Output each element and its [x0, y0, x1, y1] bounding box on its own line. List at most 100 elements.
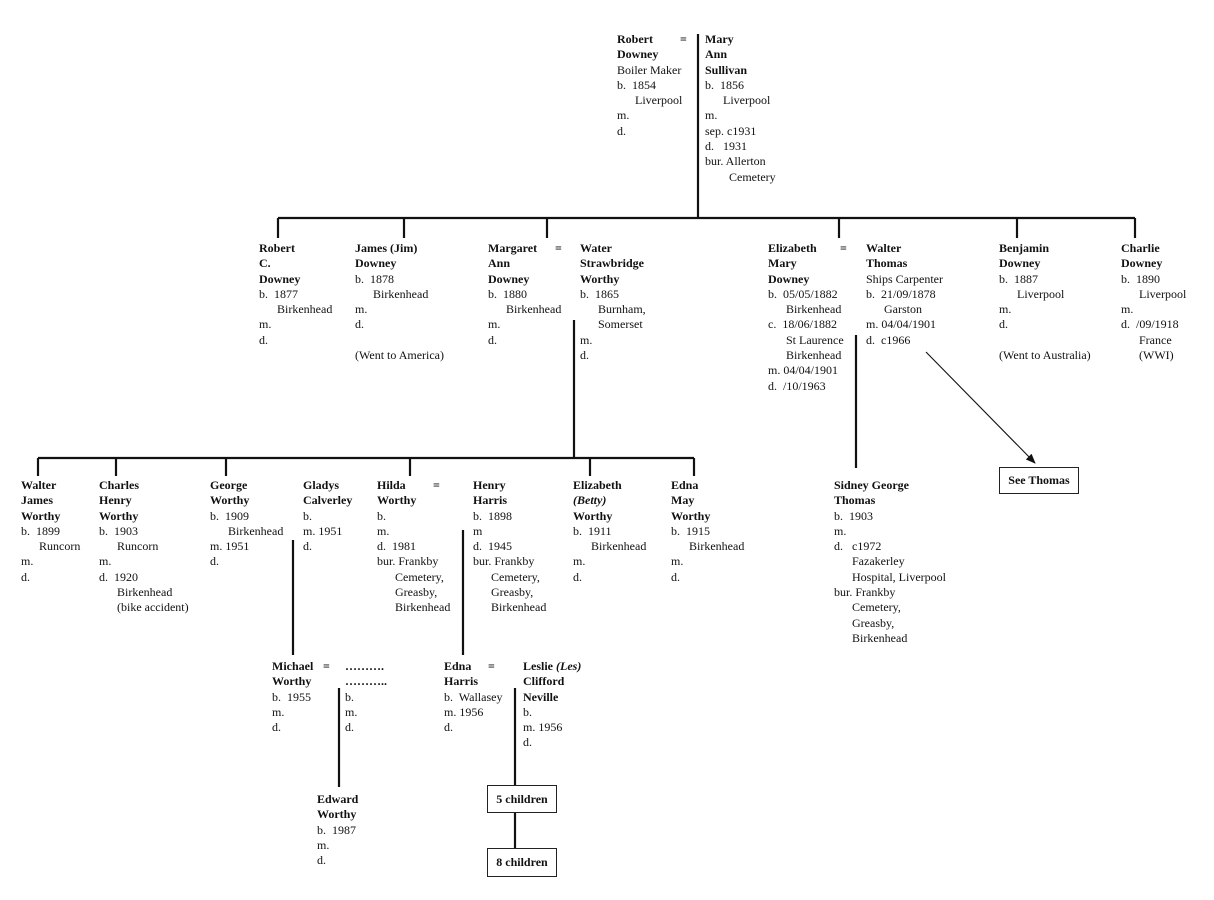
person-detail-line: d. 1931: [705, 139, 747, 154]
person-detail-line: Runcorn: [99, 539, 159, 554]
person-detail-line: m.: [99, 554, 112, 569]
person-name-line: Elizabeth: [573, 478, 622, 492]
person-detail-line: Ships Carpenter: [866, 271, 943, 286]
person-detail-line: m. 1951: [303, 523, 343, 538]
person-name-line: Harris: [444, 674, 478, 689]
person-name-line: Leslie (Les): [523, 659, 582, 673]
person-name-line: Worthy: [99, 508, 139, 523]
person-name-line: Robert: [259, 241, 295, 255]
person-detail-line: d. /10/1963: [768, 378, 826, 393]
person-detail-line: d.: [444, 720, 453, 735]
person-detail-line: d.: [317, 853, 326, 868]
person-name-line: Strawbridge: [580, 256, 644, 271]
person-detail-line: b. 1878: [355, 271, 394, 286]
person-detail-line: Garston: [866, 302, 922, 317]
person-detail-line: Cemetery: [705, 169, 776, 184]
person-detail-line: b. 1887: [999, 271, 1038, 286]
person-detail-line: Cemetery,: [473, 569, 540, 584]
person-detail-line: Cemetery,: [377, 569, 444, 584]
person-detail-line: d.: [523, 735, 532, 750]
person-detail-line: d. 1981: [377, 539, 416, 554]
person-detail-line: d. 1920: [99, 569, 138, 584]
person-detail-line: m.: [259, 317, 272, 332]
person-detail-line: b. 1854: [617, 77, 656, 92]
person-detail-line: m. 04/04/1901: [768, 363, 839, 378]
person-detail-line: Birkenhead: [99, 585, 173, 600]
person-detail-line: (Went to America): [355, 348, 444, 363]
person-name-line: ……….: [345, 659, 384, 673]
person-name-line: Walter: [21, 478, 57, 492]
person-detail-line: m.: [355, 302, 368, 317]
person-name-line: Neville: [523, 689, 559, 704]
person-detail-line: bur. Allerton: [705, 154, 766, 169]
person-detail-line: m.: [21, 554, 34, 569]
person-name-line: Michael: [272, 659, 314, 673]
person-name-line: Harris: [473, 493, 507, 508]
five-children-box: 5 children: [487, 785, 557, 813]
person-detail-line: b. 1955: [272, 689, 311, 704]
person-detail-line: d. c1966: [866, 332, 911, 347]
person-detail-line: Birkenhead: [768, 302, 842, 317]
person-name-line: Edna: [444, 659, 472, 673]
person-name-line: Worthy: [671, 508, 711, 523]
person-name-line: Hilda: [377, 478, 406, 492]
person-detail-line: bur. Frankby: [377, 554, 439, 569]
person-detail-line: d.: [580, 348, 589, 363]
person-detail-line: b. 1865: [580, 286, 619, 301]
person-detail-line: (WWI): [1121, 348, 1174, 363]
marriage-sign: =: [840, 241, 847, 255]
person-detail-line: b. 1903: [834, 508, 873, 523]
person-detail-line: d.: [303, 539, 312, 554]
person-detail-line: m.: [617, 108, 630, 123]
person-detail-line: Birkenhead: [210, 523, 284, 538]
person-name-line: Downey: [999, 256, 1041, 271]
person-name-line: Henry: [473, 478, 506, 492]
marriage-sign: =: [488, 659, 495, 673]
person-detail-line: Birkenhead: [259, 302, 333, 317]
person-detail-line: St Laurence: [768, 332, 844, 347]
person-detail-line: b. 1899: [21, 523, 60, 538]
see-thomas-box: See Thomas: [999, 467, 1079, 494]
person-name-line: Clifford: [523, 674, 565, 689]
person-detail-line: m. 1956: [444, 704, 484, 719]
person-name-line: Worthy: [580, 271, 620, 286]
person-detail-line: b. Wallasey: [444, 689, 503, 704]
person-detail-line: b. 1903: [99, 523, 138, 538]
person-name-line: Worthy: [21, 508, 61, 523]
person-detail-line: Greasby,: [834, 615, 895, 630]
person-detail-line: b. 1856: [705, 77, 744, 92]
person-detail-line: b. 1909: [210, 508, 249, 523]
person-detail-line: d.: [617, 123, 626, 138]
person-detail-line: m.: [834, 523, 847, 538]
person-detail-line: b. 21/09/1878: [866, 286, 936, 301]
person-name-line: Downey: [259, 271, 301, 286]
person-name-line: James (Jim): [355, 241, 418, 255]
person-detail-line: m.: [580, 332, 593, 347]
person-detail-line: Liverpool: [617, 93, 683, 108]
person-detail-line: d.: [488, 332, 497, 347]
person-name-line: Gladys: [303, 478, 340, 492]
person-name-line: Downey: [1121, 256, 1163, 271]
person-detail-line: d.: [272, 720, 281, 735]
person-detail-line: m.: [272, 704, 285, 719]
marriage-sign: =: [323, 659, 330, 673]
person-name-line: Sidney George: [834, 478, 909, 492]
person-name-line: James: [21, 493, 53, 508]
person-name-line: Mary: [705, 32, 734, 46]
person-detail-line: d.: [573, 569, 582, 584]
person-detail-line: d. /09/1918: [1121, 317, 1179, 332]
person-name-line: Mary: [768, 256, 797, 271]
